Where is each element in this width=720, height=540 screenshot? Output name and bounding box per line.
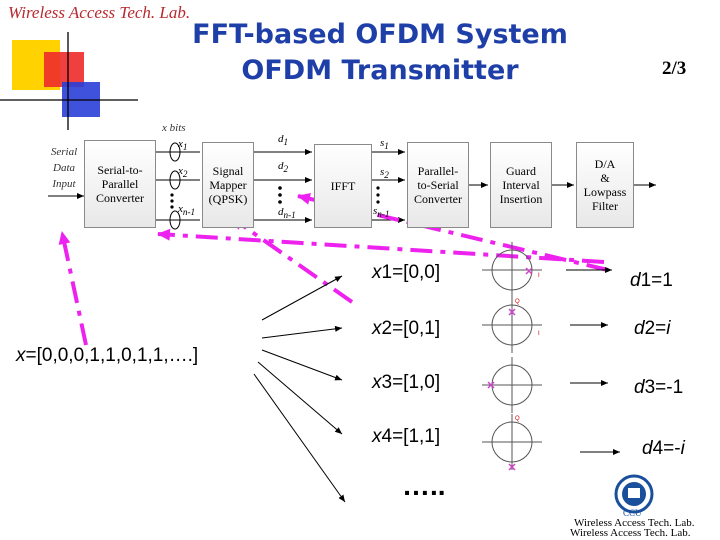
bits-label: x bits (162, 122, 186, 134)
x2-label: x2 (178, 165, 188, 180)
slide-subtitle: OFDM Transmitter (241, 55, 519, 86)
fanout-arrows (253, 275, 346, 503)
mapper-line3: (QPSK) (208, 192, 248, 206)
constellation-3 (482, 357, 542, 413)
constellation-2: Q I (482, 297, 542, 353)
p2s-line1: Parallel- (417, 164, 459, 178)
constellation-4-q-axis: Q (515, 416, 520, 422)
d2-label: d2 (278, 160, 289, 175)
p2s-line3: Converter (414, 192, 462, 206)
input-label-line3: Input (52, 178, 76, 190)
mapping-row-1-output: d1=1 (630, 270, 673, 291)
constellation-4: Q (482, 414, 542, 471)
s2p-line2: Parallel (101, 177, 139, 191)
input-label-line2: Data (53, 162, 75, 174)
sn-label: sn-1 (373, 205, 390, 220)
p2s-line2: to-Serial (417, 178, 459, 192)
mapping-row-3-output: d3=-1 (634, 377, 684, 398)
s1-label: s1 (380, 137, 389, 152)
constellation-2-q-axis: Q (515, 299, 520, 305)
s2p-line1: Serial-to- (97, 163, 143, 177)
da-line4: Filter (591, 199, 618, 213)
ifft-block: IFFT (314, 144, 372, 228)
mapper-line2: Mapper (209, 178, 247, 192)
ccu-logo (614, 474, 654, 514)
mapping-row-4-input: x4=[1,1] (372, 426, 441, 447)
s2p-line3: Converter (96, 191, 144, 205)
footer-lab-line2: Wireless Access Tech. Lab. (570, 527, 691, 539)
x1-label: x1 (178, 138, 188, 153)
mapping-row-2-output: d2=i (634, 318, 671, 339)
mapping-row-3-input: x3=[1,0] (372, 372, 441, 393)
slide-title: FFT-based OFDM System (192, 19, 568, 50)
corner-decoration (0, 32, 138, 130)
da-line1: D/A (594, 157, 616, 171)
mapper-line1: Signal (212, 164, 244, 178)
mapping-row-2-input: x2=[0,1] (372, 318, 441, 339)
mapping-output-arrows (566, 267, 620, 455)
mapping-row-4-output: d4=-i (642, 438, 685, 459)
xn-label: xn-1 (178, 203, 196, 218)
constellation-1: I (482, 242, 542, 298)
da-line3: Lowpass (583, 185, 627, 199)
da-line2: & (600, 171, 610, 185)
guard-line2: Interval (502, 178, 540, 192)
highlight-arrow-input (58, 231, 88, 346)
constellation-1-i-axis: I (538, 273, 540, 279)
s2-label: s2 (380, 166, 389, 181)
mapper-to-ifft-lines (253, 149, 312, 223)
serial-to-parallel-block: Serial-to- Parallel Converter (84, 140, 156, 228)
input-sequence: x=[0,0,0,1,1,0,1,1,….] (16, 345, 199, 366)
sp-to-mapper-lines (154, 142, 200, 230)
da-lowpass-block: D/A & Lowpass Filter (576, 142, 634, 228)
highlight-arrow-s2p (157, 228, 605, 264)
input-label-line1: Serial (50, 146, 78, 158)
mapping-ellipsis: ….. (402, 470, 446, 501)
deco-red-square (44, 52, 84, 87)
d1-label: d1 (278, 133, 289, 148)
ifft-to-ps-lines (370, 149, 405, 223)
guard-line3: Insertion (499, 192, 543, 206)
lab-brand: Wireless Access Tech. Lab. (8, 3, 191, 22)
constellation-2-i-axis: I (538, 331, 540, 337)
highlight-arrow-mapper (230, 216, 354, 304)
guard-line1: Guard (506, 164, 536, 178)
ifft-label: IFFT (330, 179, 356, 193)
dn-label: dn-1 (278, 206, 296, 221)
logo-text: CCU (623, 508, 642, 518)
signal-mapper-block: Signal Mapper (QPSK) (202, 142, 254, 228)
footer-lab-line1: Wireless Access Tech. Lab. (574, 517, 695, 529)
parallel-to-serial-block: Parallel- to-Serial Converter (407, 142, 469, 228)
guard-interval-block: Guard Interval Insertion (490, 142, 552, 228)
page-number: 2/3 (662, 58, 687, 79)
mapping-row-1-input: x1=[0,0] (372, 262, 441, 283)
